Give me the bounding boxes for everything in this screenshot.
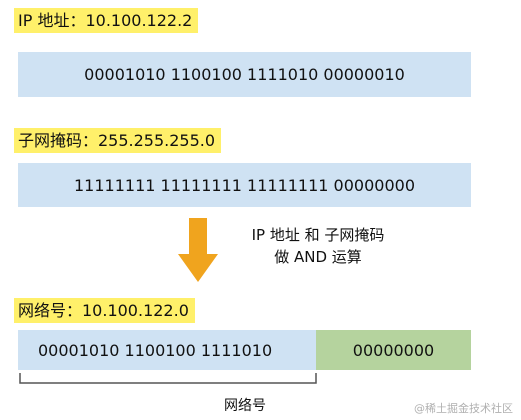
subnet-mask-binary-bar: 11111111 11111111 11111111 00000000 <box>18 163 471 207</box>
down-arrow-icon <box>178 218 218 282</box>
host-bits-bar: 00000000 <box>316 330 471 370</box>
network-id-bracket <box>19 373 317 384</box>
ip-label: IP 地址：10.100.122.2 <box>14 8 199 33</box>
and-operation-line2: 做 AND 运算 <box>274 248 362 266</box>
subnet-mask-label: 子网掩码：255.255.255.0 <box>14 128 222 153</box>
and-operation-line1: IP 地址 和 子网掩码 <box>251 226 385 244</box>
network-bits-bar: 00001010 1100100 1111010 <box>18 330 316 370</box>
network-id-label: 网络号：10.100.122.0 <box>14 298 195 323</box>
watermark-text: @稀土掘金技术社区 <box>414 402 513 415</box>
network-id-bracket-label: 网络号 <box>224 398 266 414</box>
ip-binary-bar: 00001010 1100100 1111010 00000010 <box>18 52 471 97</box>
and-operation-text: IP 地址 和 子网掩码 做 AND 运算 <box>218 224 418 268</box>
